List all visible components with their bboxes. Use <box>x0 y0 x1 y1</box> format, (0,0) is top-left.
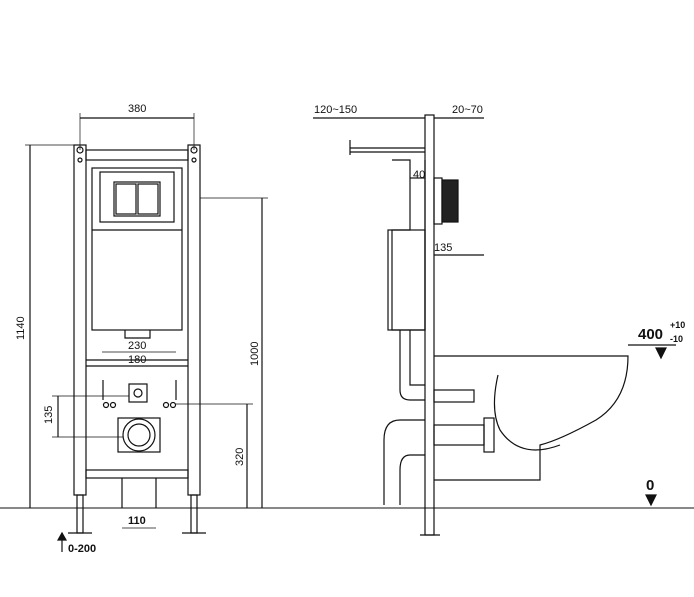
front-view <box>0 113 694 552</box>
foot-left <box>76 494 84 534</box>
frame-bottom-bar <box>85 469 189 479</box>
flush-button-right <box>137 183 159 215</box>
dim-side-135: 135 <box>434 242 452 254</box>
dim-leg-adjust: 0-200 <box>68 543 96 555</box>
dim-frame-width: 380 <box>128 103 146 115</box>
level-bowl-tol-minus: -10 <box>670 334 683 344</box>
dim-plate-depth: 20~70 <box>452 104 483 116</box>
foot-right <box>190 494 198 534</box>
level-bowl-tol-plus: +10 <box>670 320 685 330</box>
dim-total-height: 1140 <box>15 316 27 340</box>
wc-bowl <box>434 355 629 481</box>
side-flush-plate <box>433 177 443 225</box>
inlet-box <box>128 383 148 403</box>
dim-fixing-230: 230 <box>128 340 146 352</box>
dim-wall-depth: 120~150 <box>314 104 357 116</box>
outlet-pipe <box>122 418 156 452</box>
bowl-level-marker <box>655 347 667 360</box>
side-view <box>313 114 676 536</box>
outlet-flange <box>117 417 161 453</box>
dim-bottom-width: 110 <box>128 515 146 527</box>
side-waste-pipe <box>383 419 425 505</box>
cistern-body <box>91 167 183 331</box>
dim-plate-offset: 40 <box>413 169 425 181</box>
frame-top-bar <box>85 149 189 161</box>
dim-cistern-height: 1000 <box>249 342 261 366</box>
flush-button-left <box>115 183 137 215</box>
floor-level-marker <box>645 494 657 507</box>
frame-right-post <box>187 144 201 496</box>
level-bowl-height: 400 <box>638 326 663 343</box>
frame-left-post <box>73 144 87 496</box>
side-frame-post <box>424 114 435 536</box>
dim-outlet-height: 320 <box>234 448 246 466</box>
level-floor: 0 <box>646 477 654 494</box>
dim-inlet-offset: 135 <box>43 406 55 424</box>
dim-fixing-180: 180 <box>128 354 146 366</box>
side-cistern <box>391 159 426 331</box>
